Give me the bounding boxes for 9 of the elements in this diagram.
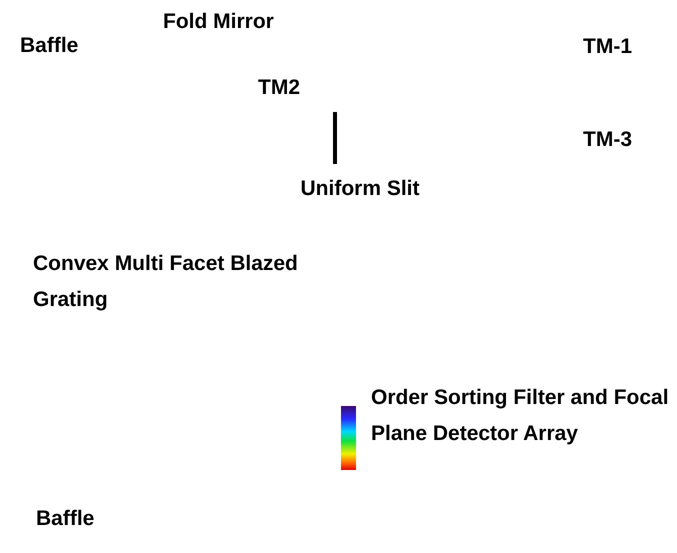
part-label: Fold Mirror bbox=[163, 9, 274, 35]
part-label: Baffle bbox=[20, 33, 78, 59]
part-label: Uniform Slit bbox=[300, 176, 420, 202]
part-label: TM-3 bbox=[583, 127, 632, 153]
part-label: TM-1 bbox=[583, 34, 632, 60]
part-label: Order Sorting Filter and Focal Plane Detector Array bbox=[371, 385, 670, 447]
part-label: Baffle bbox=[36, 506, 94, 532]
part-label: Convex Multi Facet Blazed Grating bbox=[33, 251, 299, 313]
part-label: TM2 bbox=[258, 75, 300, 101]
